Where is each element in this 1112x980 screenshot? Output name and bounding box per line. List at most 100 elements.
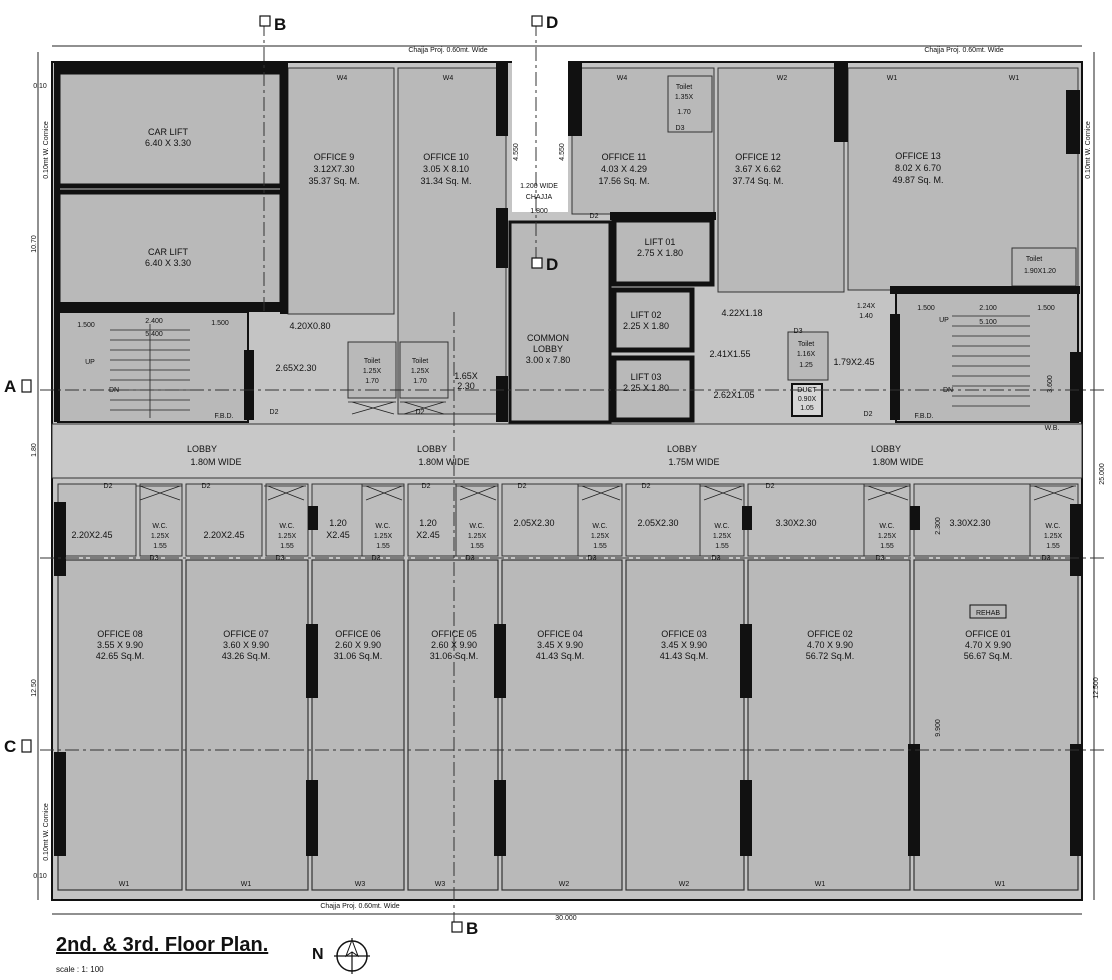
dim-1-65x-b: 2.30 bbox=[457, 381, 475, 391]
stair-dn-right: DN bbox=[943, 387, 953, 394]
wc-06-name: W.C. bbox=[375, 523, 390, 530]
door-d3-g: D3 bbox=[588, 555, 597, 562]
door-d2-g: D2 bbox=[422, 483, 431, 490]
office-03-room bbox=[625, 559, 745, 891]
duct-size: 0.90X bbox=[798, 396, 817, 403]
wc-03-name: W.C. bbox=[714, 523, 729, 530]
dim-4-20x0-80: 4.20X0.80 bbox=[289, 321, 330, 331]
toilet-a-size: 1.25X bbox=[363, 368, 382, 375]
window-w4-b: W4 bbox=[443, 75, 454, 82]
door-d3-i: D3 bbox=[876, 555, 885, 562]
dim-overall-width: 30.000 bbox=[555, 915, 577, 922]
toilet-right-name: Toilet bbox=[1026, 256, 1042, 263]
dim-9900: 9.900 bbox=[935, 719, 942, 737]
cornice-right: 0.10mt W. Cornice bbox=[1085, 121, 1092, 179]
stair-l-1500a: 1.500 bbox=[77, 322, 95, 329]
stair-l-2400: 2.400 bbox=[145, 318, 163, 325]
stair-up-left: UP bbox=[85, 359, 95, 366]
toilet-right-room bbox=[1011, 247, 1077, 287]
wc-07-size: 1.25X bbox=[278, 533, 297, 540]
toilet-b-room bbox=[399, 341, 449, 399]
ante-06-dim-a: 1.20 bbox=[329, 518, 347, 528]
lift-01-size: 2.75 X 1.80 bbox=[637, 248, 683, 258]
stair-r-1500a: 1.500 bbox=[917, 305, 935, 312]
wc-08-size: 1.25X bbox=[151, 533, 170, 540]
car-lift-2-name: CAR LIFT bbox=[148, 247, 189, 257]
dim-3600: 3.600 bbox=[1047, 375, 1054, 393]
office-10-size: 3.05 X 8.10 bbox=[423, 164, 469, 174]
ante-05-dim-b: X2.45 bbox=[416, 530, 440, 540]
window-w1-top-b: W1 bbox=[1009, 75, 1020, 82]
door-d3-c: D3 bbox=[150, 555, 159, 562]
stair-up-right: UP bbox=[939, 317, 949, 324]
lobby-4-width: 1.80M WIDE bbox=[872, 457, 923, 467]
dim-1-24x-b: 1.40 bbox=[859, 313, 873, 320]
staircase-right bbox=[895, 291, 1079, 423]
lift-03-size: 2.25 X 1.80 bbox=[623, 383, 669, 393]
dim-north-block: 10.70 bbox=[31, 235, 38, 253]
lift-02-name: LIFT 02 bbox=[631, 310, 662, 320]
office-08-area: 42.65 Sq.M. bbox=[96, 651, 145, 661]
lift-01-name: LIFT 01 bbox=[645, 237, 676, 247]
lobby-corridor bbox=[51, 423, 1083, 479]
door-d2-e: D2 bbox=[104, 483, 113, 490]
ante-04-dim: 2.05X2.30 bbox=[513, 518, 554, 528]
cornice-left-top: 0.10mt W. Cornice bbox=[43, 121, 50, 179]
lift-03-room bbox=[611, 355, 695, 423]
window-w4-c: W4 bbox=[617, 75, 628, 82]
section-marker-d-top: D bbox=[546, 13, 558, 32]
door-d2-a: D2 bbox=[270, 409, 279, 416]
office-01-area: 56.67 Sq.M. bbox=[964, 651, 1013, 661]
toilet-c-name: Toilet bbox=[798, 341, 814, 348]
toilet-a-size2: 1.70 bbox=[365, 378, 379, 385]
toilet-top-room bbox=[667, 75, 713, 133]
office-06-size: 2.60 X 9.90 bbox=[335, 640, 381, 650]
wc-05-size2: 1.55 bbox=[470, 543, 484, 550]
chajja-mid-width: 1.800 bbox=[530, 208, 548, 215]
lobby-3-label: LOBBY bbox=[667, 444, 697, 454]
dim-edge-top: 0.10 bbox=[33, 83, 47, 90]
door-marks bbox=[136, 401, 1076, 501]
door-d3-f: D3 bbox=[466, 555, 475, 562]
wc-01-size2: 1.55 bbox=[1046, 543, 1060, 550]
office-12-room bbox=[717, 67, 845, 293]
section-marker-b-top: B bbox=[274, 15, 286, 34]
door-tags: D2 D2 D2 D2 D2 D2 D2 D2 D2 D2 D3 D3 D3 D… bbox=[104, 125, 1051, 562]
outer-dimension-lines bbox=[37, 45, 1095, 915]
wc-02-size2: 1.55 bbox=[880, 543, 894, 550]
wc-07-size2: 1.55 bbox=[280, 543, 294, 550]
office-07-area: 43.26 Sq.M. bbox=[222, 651, 271, 661]
office-05-room bbox=[407, 559, 499, 891]
office-9-size: 3.12X7.30 bbox=[313, 164, 354, 174]
drawing-title: 2nd. & 3rd. Floor Plan. bbox=[56, 934, 269, 956]
office-11-area: 17.56 Sq. M. bbox=[598, 176, 649, 186]
wash-basin-label: W.B. bbox=[1045, 425, 1060, 432]
office-12-size: 3.67 X 6.62 bbox=[735, 164, 781, 174]
toilet-top-size2: 1.70 bbox=[677, 109, 691, 116]
wc-08-size2: 1.55 bbox=[153, 543, 167, 550]
door-d2-i: D2 bbox=[642, 483, 651, 490]
toilet-right-size: 1.90X1.20 bbox=[1024, 268, 1056, 275]
grid-lines bbox=[40, 22, 1108, 928]
toilet-a-name: Toilet bbox=[364, 358, 380, 365]
office-12-area: 37.74 Sq. M. bbox=[732, 176, 783, 186]
office-02-name: OFFICE 02 bbox=[807, 629, 853, 639]
office-03-name: OFFICE 03 bbox=[661, 629, 707, 639]
wc-06-size2: 1.55 bbox=[376, 543, 390, 550]
chajja-top-right-label: Chajja Proj. 0.60mt. Wide bbox=[924, 47, 1003, 54]
ante-01-dim: 3.30X2.30 bbox=[949, 518, 990, 528]
wc-04-name: W.C. bbox=[592, 523, 607, 530]
car-lift-1-size: 6.40 X 3.30 bbox=[145, 138, 191, 148]
rehab-tag-box bbox=[969, 604, 1007, 619]
lobby-2-width: 1.80M WIDE bbox=[418, 457, 469, 467]
office-11-name: OFFICE 11 bbox=[602, 152, 647, 162]
wc-01-size: 1.25X bbox=[1044, 533, 1063, 540]
lift-02-size: 2.25 X 1.80 bbox=[623, 321, 669, 331]
office-02-size: 4.70 X 9.90 bbox=[807, 640, 853, 650]
door-d2-d: D2 bbox=[864, 411, 873, 418]
window-w3-a: W3 bbox=[355, 881, 366, 888]
common-lobby-size: 3.00 x 7.80 bbox=[526, 355, 571, 365]
office-08-size: 3.55 X 9.90 bbox=[97, 640, 143, 650]
